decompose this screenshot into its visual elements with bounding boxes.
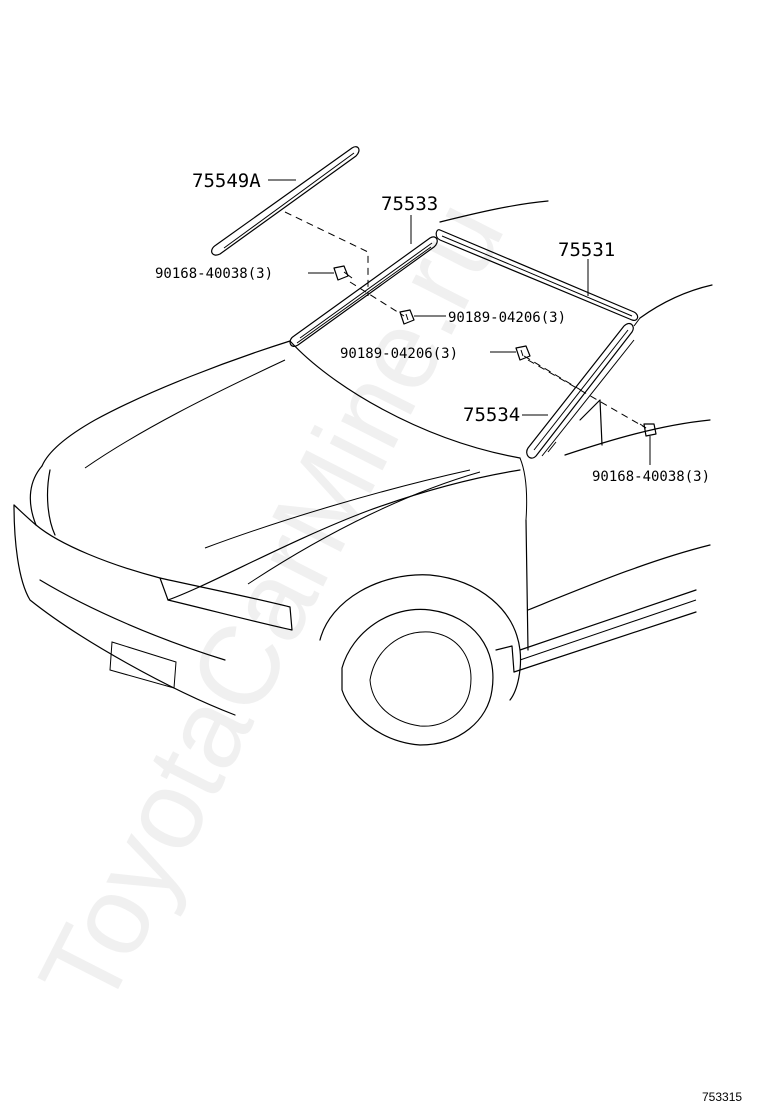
- roof-side: [639, 284, 713, 319]
- license-plate-recess: [109, 641, 177, 689]
- tire-outer: [341, 608, 494, 746]
- label-clip-mid-right: 90189-04206(3): [448, 310, 566, 326]
- label-75533: 75533: [381, 193, 438, 215]
- label-75549a: 75549A: [192, 170, 261, 192]
- fender-reflection-2: [247, 471, 481, 585]
- rocker-top: [519, 589, 697, 651]
- hood-nose: [29, 465, 43, 526]
- bumper-lower: [13, 504, 236, 716]
- clip-icon-mid-left: [515, 345, 531, 361]
- rocker-bottom: [513, 611, 697, 673]
- label-75531: 75531: [558, 239, 615, 261]
- grille-side: [46, 469, 56, 536]
- part-75531-roof-moulding: [435, 229, 639, 321]
- headlamp: [159, 577, 293, 631]
- hood-front-edge: [41, 340, 291, 467]
- door-mid-line: [527, 544, 711, 611]
- bumper-groove: [39, 579, 226, 661]
- car-body: [13, 200, 713, 746]
- leader-lines: [268, 179, 651, 465]
- label-clip-mid-left: 90189-04206(3): [340, 346, 458, 362]
- label-clip-left: 90168-40038(3): [155, 266, 273, 282]
- diagram-code: 753315: [702, 1090, 742, 1104]
- beltline: [564, 419, 711, 456]
- wheel-arch: [319, 574, 522, 701]
- hood-crease: [84, 359, 286, 469]
- clip-icon-mid-right: [399, 309, 415, 325]
- label-75534: 75534: [463, 404, 520, 426]
- wheel-rim: [369, 631, 472, 727]
- fender-reflection: [204, 469, 471, 549]
- watermark: ToyotaCarMine.ru: [15, 182, 528, 1026]
- part-75549a-moulding: [211, 146, 360, 256]
- bumper-corner: [13, 504, 37, 526]
- pillar-join: [633, 317, 641, 327]
- hood-cowl-edge: [289, 340, 521, 459]
- roof-line: [439, 200, 549, 223]
- fender-shoulder: [167, 469, 521, 601]
- mirror-base: [579, 399, 603, 446]
- door-front-edge: [525, 519, 529, 651]
- label-clip-right: 90168-40038(3): [592, 469, 710, 485]
- grille-top: [35, 524, 161, 579]
- rocker-mid: [519, 599, 697, 661]
- fender-top-edge: [519, 457, 528, 521]
- assembly-lines: [284, 211, 647, 429]
- clip-icon-left: [333, 265, 353, 281]
- mudflap: [495, 645, 515, 673]
- part-75533-pillar-moulding-left: [289, 236, 438, 347]
